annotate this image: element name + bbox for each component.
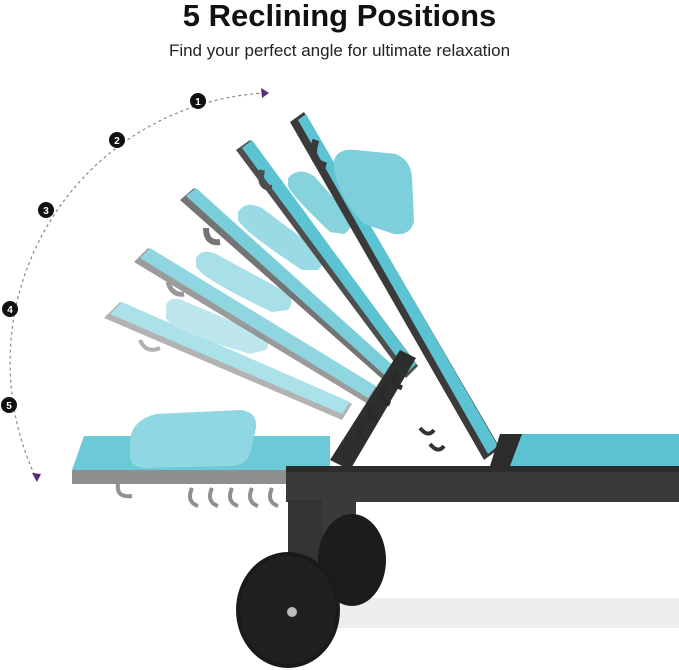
badge-number: 1 — [195, 97, 201, 108]
position-badge-5: 5 — [1, 397, 17, 413]
position-badge-4: 4 — [2, 301, 18, 317]
badge-number: 2 — [114, 136, 120, 147]
backrest-position-5 — [104, 298, 352, 420]
pillow-icon — [334, 149, 414, 235]
number-badge-icon — [1, 397, 17, 413]
page-subtitle: Find your perfect angle for ultimate rel… — [168, 41, 511, 60]
pillow-icon — [196, 251, 292, 312]
floor-shadow — [330, 598, 679, 628]
backrest-position-1 — [290, 112, 500, 460]
recline-arc — [9, 92, 266, 479]
position-badge-2: 2 — [109, 132, 125, 148]
number-badge-icon — [2, 301, 18, 317]
seat-section — [72, 410, 332, 508]
adjustment-rack — [330, 350, 446, 470]
rear-wheel — [318, 514, 386, 606]
position-badge-3: 3 — [38, 202, 54, 218]
wheel-hub — [287, 607, 297, 617]
chaise-frame — [286, 434, 679, 570]
front-wheel — [236, 552, 340, 668]
pillow-icon — [129, 410, 257, 468]
pillow-icon — [166, 298, 269, 354]
page-title: 5 Reclining Positions — [182, 0, 497, 33]
arrow-head-icon — [32, 473, 41, 482]
backrest-position-4 — [134, 248, 378, 404]
position-badge-1: 1 — [190, 93, 206, 109]
arrow-head-icon — [261, 88, 269, 98]
badge-number: 5 — [6, 401, 12, 412]
badge-number: 3 — [43, 206, 49, 217]
pillow-icon — [288, 171, 352, 234]
pillow-icon — [238, 204, 323, 270]
number-badge-icon — [109, 132, 125, 148]
badge-number: 4 — [7, 305, 13, 316]
wheel-icon — [318, 514, 386, 606]
number-badge-icon — [190, 93, 206, 109]
number-badge-icon — [38, 202, 54, 218]
backrest-position-3 — [180, 188, 400, 386]
backrest-position-2 — [236, 140, 418, 378]
